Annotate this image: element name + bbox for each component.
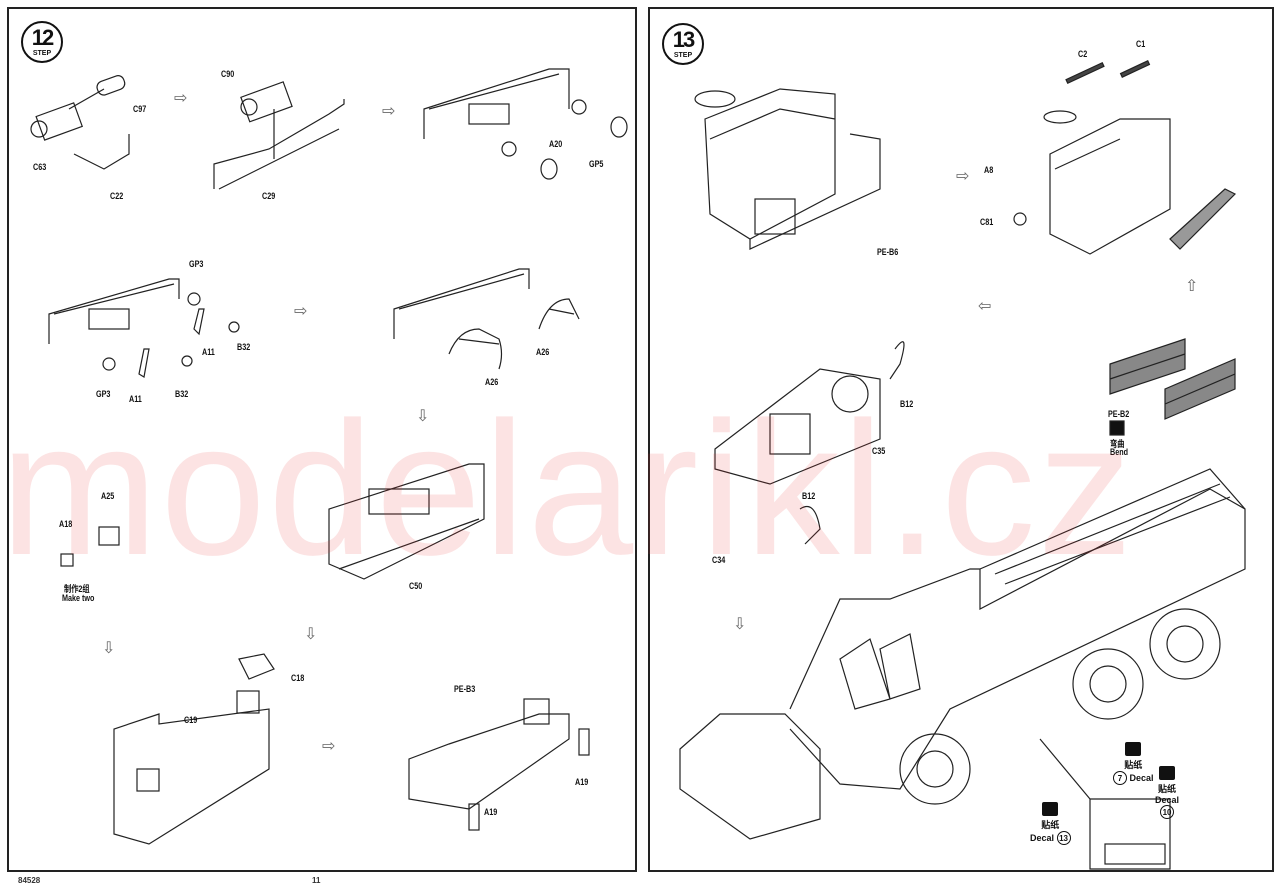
decal-en: Decal <box>1030 833 1055 843</box>
decal-icon <box>1159 766 1176 780</box>
part-label: A11 <box>129 394 142 404</box>
frame-a26 <box>393 268 580 370</box>
cab-assembly-left <box>694 88 881 250</box>
page-number: 11 <box>312 876 321 885</box>
complete-vehicle <box>679 468 1246 840</box>
part-label: GP5 <box>589 159 604 169</box>
footer-code: 84528 <box>18 876 41 885</box>
cab-assembly-right <box>1013 60 1237 255</box>
step-number: 13 <box>672 27 695 52</box>
dashboard-assembly <box>714 341 905 545</box>
arrow-icon: ⇩ <box>102 640 116 657</box>
part-label: B32 <box>175 389 189 399</box>
step-number: 12 <box>31 25 54 50</box>
arrow-icon: ⇨ <box>322 738 336 755</box>
part-label: GP3 <box>189 259 204 269</box>
arrow-icon: ⇨ <box>382 103 396 120</box>
decal-number: 10 <box>1160 805 1175 819</box>
step-13-drawings <box>679 60 1246 870</box>
arrow-icon: ⇨ <box>956 168 970 185</box>
part-label: C81 <box>980 217 994 227</box>
part-label: A8 <box>984 165 994 175</box>
decal-cn: 贴纸 <box>1124 760 1143 770</box>
decal-callout-7: 贴纸 7 Decal <box>1113 742 1154 785</box>
part-label: A26 <box>485 377 499 387</box>
decal-en: Decal <box>1155 795 1180 805</box>
part-label: B12 <box>802 491 816 501</box>
decal-icon <box>1125 742 1142 756</box>
part-label: C50 <box>409 581 423 591</box>
part-label: C63 <box>33 162 47 172</box>
part-label: GP3 <box>96 389 111 399</box>
frame-gp3 <box>48 278 240 378</box>
part-label: PE-B2 <box>1108 409 1130 419</box>
decal-number: 13 <box>1056 831 1071 845</box>
chassis-c18 <box>113 653 275 845</box>
part-label: A25 <box>101 491 115 501</box>
part-label: A11 <box>202 347 215 357</box>
bend-en: Bend <box>1110 447 1128 457</box>
decal-cn: 贴纸 <box>1158 784 1177 794</box>
step-13-badge: 13 STEP <box>662 23 704 65</box>
winch-subassembly <box>30 75 130 170</box>
small-parts-a25 <box>60 526 120 567</box>
step-12-badge: 12 STEP <box>21 21 63 63</box>
part-label: C1 <box>1136 39 1146 49</box>
part-label: C22 <box>110 191 124 201</box>
arrow-icon: ⇨ <box>294 303 308 320</box>
decal-number: 7 <box>1113 771 1127 785</box>
decal-detail <box>1039 738 1171 870</box>
arrow-icon: ⇦ <box>978 298 992 315</box>
decal-callout-10: 贴纸 Decal 10 <box>1155 766 1179 819</box>
part-label: A20 <box>549 139 563 149</box>
pe-b2-grilles <box>1109 338 1236 436</box>
part-label: A26 <box>536 347 550 357</box>
arrow-icon: ⇧ <box>1185 278 1199 295</box>
decal-cn: 贴纸 <box>1041 820 1060 830</box>
part-label: PE-B3 <box>454 684 476 694</box>
step-12-drawings <box>30 68 628 845</box>
part-label: C18 <box>291 673 305 683</box>
part-label: B32 <box>237 342 251 352</box>
chassis-a19 <box>408 698 590 831</box>
part-label: B12 <box>900 399 914 409</box>
frame-a20 <box>423 68 628 180</box>
part-label: C29 <box>262 191 276 201</box>
frame-c29 <box>213 81 345 190</box>
arrow-icon: ⇩ <box>304 626 318 643</box>
step-13-panel: 13 STEP ⇨ ⇦ ⇧ ⇩ C2 C1 A8 C81 PE-B6 B12 B… <box>648 7 1274 872</box>
arrow-icon: ⇩ <box>733 616 747 633</box>
step-12-panel: 12 STEP ⇨ ⇨ ⇨ ⇩ ⇩ ⇩ ⇨ C97 C63 C22 C90 C2… <box>7 7 637 872</box>
part-label: C2 <box>1078 49 1088 59</box>
part-label: C19 <box>184 715 198 725</box>
frame-c50 <box>328 463 485 580</box>
part-label: C97 <box>133 104 147 114</box>
make-two-en: Make two <box>62 593 95 603</box>
decal-callout-13: 贴纸 Decal 13 <box>1030 802 1071 845</box>
part-label: A19 <box>484 807 498 817</box>
bend-cn: 弯曲 <box>1110 439 1125 449</box>
step-label: STEP <box>32 50 52 57</box>
arrow-icon: ⇩ <box>416 408 430 425</box>
part-label: C35 <box>872 446 886 456</box>
arrow-icon: ⇨ <box>174 90 188 107</box>
decal-en: Decal <box>1129 773 1154 783</box>
step-label: STEP <box>673 52 693 59</box>
part-label: C90 <box>221 69 235 79</box>
part-label: A19 <box>575 777 589 787</box>
part-label: A18 <box>59 519 73 529</box>
decal-icon <box>1042 802 1059 816</box>
part-label: PE-B6 <box>877 247 899 257</box>
part-label: C34 <box>712 555 726 565</box>
make-two-cn: 制作2组 <box>64 584 90 594</box>
